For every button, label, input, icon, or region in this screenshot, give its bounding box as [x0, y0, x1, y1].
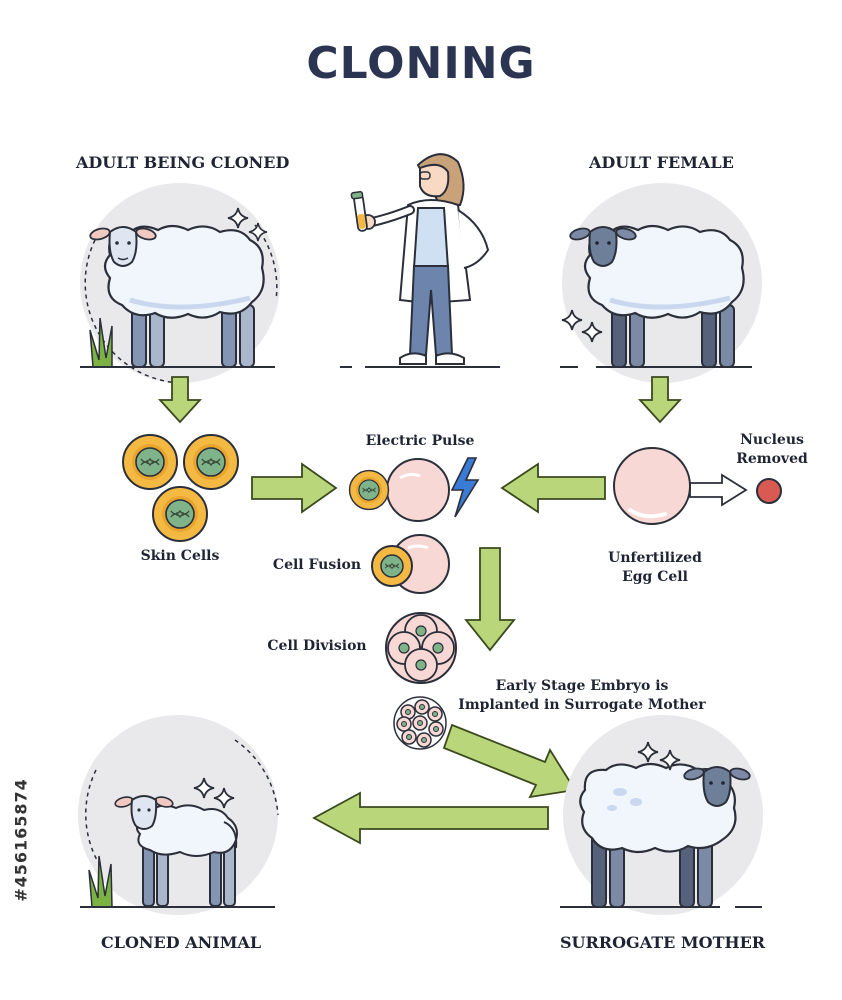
- arrow-icon: [157, 376, 203, 424]
- adult-female-illustration: [560, 183, 762, 383]
- label-nucleus-removed: Nucleus Removed: [722, 431, 822, 469]
- arrow-icon: [637, 376, 683, 424]
- electric-pulse-illustration: [350, 457, 480, 522]
- label-nucleus-removed-line1: Nucleus: [740, 432, 804, 448]
- surrogate-mother-illustration: [560, 715, 763, 915]
- scientist-illustration: [340, 153, 500, 368]
- cell-division-illustration: [385, 612, 457, 684]
- label-unfertilized-line1: Unfertilized: [608, 550, 702, 566]
- arrow-icon: [689, 473, 748, 507]
- arrow-icon: [312, 791, 549, 845]
- label-unfertilized-line2: Egg Cell: [622, 569, 688, 585]
- arrow-icon: [464, 547, 516, 652]
- heading-surrogate-mother: SURROGATE MOTHER: [560, 933, 766, 952]
- label-embryo-line2: Implanted in Surrogate Mother: [458, 697, 706, 713]
- stock-id-label: #456165874: [8, 760, 34, 920]
- cell-fusion-illustration: [371, 534, 450, 594]
- egg-cell-illustration: [613, 447, 782, 525]
- heading-adult-being-cloned: ADULT BEING CLONED: [76, 153, 290, 172]
- stock-id-text: #456165874: [11, 778, 31, 902]
- removed-nucleus: [756, 478, 782, 504]
- heading-adult-female: ADULT FEMALE: [589, 153, 734, 172]
- arrow-icon: [500, 462, 606, 514]
- adult-being-cloned-illustration: [80, 183, 280, 384]
- skin-cells-illustration: [123, 435, 238, 541]
- lightning-icon: [450, 457, 480, 518]
- label-embryo-line1: Early Stage Embryo is: [495, 678, 669, 694]
- page-title: CLONING: [306, 38, 536, 89]
- label-cell-division: Cell Division: [267, 638, 367, 654]
- embryo-illustration: [393, 696, 447, 750]
- arrow-icon: [442, 723, 577, 799]
- label-embryo-implanted: Early Stage Embryo is Implanted in Surro…: [452, 677, 712, 715]
- label-electric-pulse: Electric Pulse: [365, 433, 475, 449]
- label-cell-fusion: Cell Fusion: [272, 557, 362, 573]
- cloned-animal-illustration: [78, 715, 279, 915]
- arrow-icon: [251, 462, 338, 514]
- label-unfertilized-egg-cell: Unfertilized Egg Cell: [590, 549, 720, 587]
- heading-cloned-animal: CLONED ANIMAL: [101, 933, 262, 952]
- label-skin-cells: Skin Cells: [140, 548, 220, 564]
- label-nucleus-removed-line2: Removed: [736, 451, 808, 467]
